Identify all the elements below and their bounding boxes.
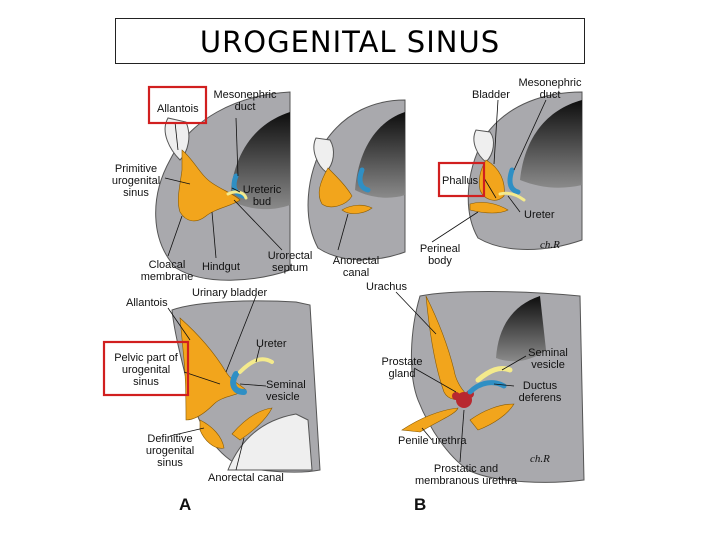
panel-b-hindgut xyxy=(496,296,546,362)
label-ureter: Ureter xyxy=(524,209,555,221)
panel-b-embryo xyxy=(401,291,585,483)
stage-2-hindgut xyxy=(355,112,405,198)
label-penile-urethra: Penile urethra xyxy=(398,435,467,447)
panel-a-anorectal xyxy=(231,407,273,441)
stage-2-mesonephric-duct xyxy=(357,167,371,193)
panel-a-definitive-sinus xyxy=(199,419,225,449)
panel-a-rectum-cavity xyxy=(227,413,313,471)
artist-signature-top: ch.R xyxy=(540,239,560,251)
stage-3-mesonephric-duct xyxy=(507,167,521,195)
panel-b-penile-urethra xyxy=(401,407,459,433)
label-allantois: Allantois xyxy=(157,103,199,115)
panel-a-bladder xyxy=(179,317,247,421)
panel-a-embryo xyxy=(171,300,321,473)
stage-3-embryo xyxy=(467,91,583,250)
label-phallus: Phallus xyxy=(442,175,479,187)
stage-2-urogenital-sinus xyxy=(318,167,353,208)
stage-3-hindgut xyxy=(520,100,582,188)
label-allantois-2: Allantois xyxy=(126,297,168,309)
label-urachus: Urachus xyxy=(366,281,407,293)
label-anorectal-canal-2: Anorectal canal xyxy=(208,472,284,484)
stage-1-hindgut xyxy=(230,112,290,210)
panel-label-a: A xyxy=(179,495,191,514)
panel-b-rectum xyxy=(469,403,515,431)
stage-1-ureteric-bud xyxy=(226,190,248,200)
stage-3-urethra xyxy=(469,202,509,214)
page-title: UROGENITAL SINUS xyxy=(199,25,501,59)
title-box: UROGENITAL SINUS xyxy=(115,18,585,64)
panel-b-prostate-lobe xyxy=(452,392,460,400)
stage-2-embryo xyxy=(307,99,406,261)
stage-1-urogenital-sinus xyxy=(178,149,241,222)
label-hindgut: Hindgut xyxy=(202,261,240,273)
panel-b-seminal-vesicle xyxy=(475,365,513,383)
pelvic-part-highlight-box xyxy=(102,340,190,397)
label-ureter-2: Ureter xyxy=(256,338,287,350)
phallus-highlight-box xyxy=(437,161,486,198)
label-bladder: Bladder xyxy=(472,89,510,101)
allantois-highlight-box xyxy=(147,85,208,125)
stage-3-ureter xyxy=(498,191,526,202)
stage-2-rectum xyxy=(341,204,373,214)
panel-label-b: B xyxy=(414,495,426,514)
stage-1-embryo xyxy=(155,91,291,281)
leader-lines xyxy=(164,99,547,471)
panel-a-mesonephric-duct xyxy=(230,371,247,395)
artist-signature-bottom: ch.R xyxy=(530,453,550,465)
label-urinary-bladder: Urinary bladder xyxy=(192,287,268,299)
stage-3-bladder xyxy=(478,159,505,201)
